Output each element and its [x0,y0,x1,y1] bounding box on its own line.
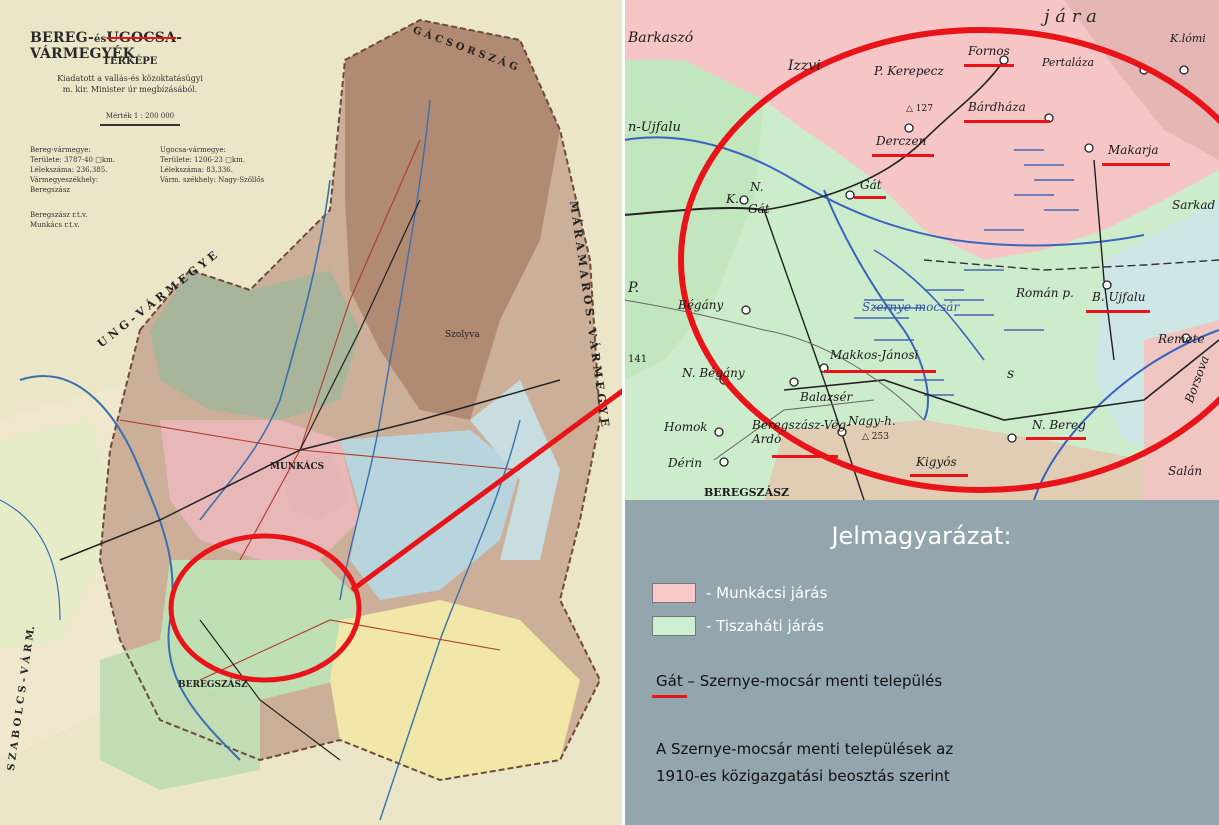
label-izzvi: Izzvi [788,58,821,74]
issued-line-1: Kiadatott a vallás-és közoktatásügyi [57,74,203,83]
legend-panel: Jelmagyarázat: - Munkácsi járás - Tiszah… [624,500,1219,825]
underline-bardhaza [964,120,1050,123]
label-roman: Román p. [1016,286,1074,300]
ugocsa-stats: Ugocsa-vármegye: Területe: 1206·23 □km. … [160,145,275,185]
village-gat: Gát [860,178,882,192]
legend-label-munkacsi: - Munkácsi járás [706,584,828,602]
label-salan: Salán [1168,464,1203,478]
bereg-population: Lélekszáma: 236,385. [30,166,108,174]
village-makarja: Makarja [1108,143,1159,157]
legend-note: A Szernye-mocsár menti települések az 19… [656,736,1196,790]
label-ujfalu: n-Ujfalu [628,120,681,135]
village-n-bereg: N. Bereg [1032,418,1086,432]
county-map-graphic [0,0,624,825]
legend-sample-text: – Szernye-mocsár menti település [682,672,943,690]
label-141: 141 [628,354,648,365]
village-makkos-janosi: Makkos-Jánosi [830,348,919,362]
label-p: P. [628,280,640,296]
legend-sample-word: Gát [652,672,687,698]
underline-kigyos [910,474,968,477]
title-suffix: -VÁRMEGYÉK [30,30,183,62]
ugocsa-population: Lélekszáma: 83,336. [160,166,233,174]
bereg-header: Bereg-vármegye: [30,146,91,154]
village-beregszasz-veg-ardo: Beregszász-Vég-Ardó [752,418,851,446]
label-szolyva: Szolyva [445,330,480,340]
legend-title: Jelmagyarázat: [831,522,1012,550]
label-derin: Dérin [668,456,703,470]
zoom-highlight-circle [678,27,1219,493]
village-b-ujfalu: B. Ujfalu [1092,290,1146,304]
legend-item-munkacsi: - Munkácsi járás [652,583,827,603]
label-n: N. [750,180,764,194]
highlight-circle [168,533,362,683]
underline-derczen [872,154,934,157]
ugocsa-seat: Várm. székhely: Nagy-Szőllős [160,176,265,184]
bereg-seat: Vármegyeszékhely: Beregszász [30,176,99,194]
label-p-kerepecz: P. Kerepecz [874,64,944,78]
underline-n-bereg [1026,437,1086,440]
zoomed-map[interactable]: Fornos Bárdháza Derczen Makarja Gát B. U… [624,0,1219,500]
underline-makarja [1102,163,1170,166]
map-title: BEREG-ésUGOCSA-VÁRMEGYÉK [30,30,230,62]
issued-line-2: m. kir. Minister úr megbízásából. [62,85,198,94]
label-s-mark: s [1007,366,1015,382]
label-nagy-h: Nagy-h. [848,414,896,428]
village-derczen: Derczen [876,134,927,148]
underline-b-ujfalu [1086,310,1150,313]
label-munkacs: MUNKÁCS [270,462,325,472]
label-pertalaza: Pertaláza [1042,56,1095,69]
panel-divider [622,0,625,825]
town-beregszasz: Beregszász r.t.v. [30,211,88,219]
village-bardhaza: Bárdháza [968,100,1026,114]
ugocsa-header: Ugocsa-vármegye: [160,146,226,154]
label-begany: Bégány [678,298,724,312]
label-komlos: K.lómi [1170,32,1206,45]
town-munkacs: Munkács r.t.v. [30,221,80,229]
legend-swatch-munkacsi [652,583,696,603]
label-k: K. [726,192,739,206]
legend-item-tiszahati: - Tiszaháti járás [652,616,824,636]
underline-makkos-janosi [824,370,936,373]
title-prefix: BEREG- [30,30,95,46]
map-subtitle: TÉRKÉPE [102,56,158,67]
zoomed-map-graphic [624,0,1219,500]
label-elev-127: △ 127 [906,104,933,114]
legend-note-line-2: 1910-es közigazgatási beosztás szerint [656,767,950,785]
map-issued-note: Kiadatott a vallás-és közoktatásügyi m. … [40,73,220,95]
label-n-begany: N. Bégány [682,366,745,380]
legend-sample-row: Gát – Szernye-mocsár menti település [652,672,943,698]
label-jara: j á r a [1044,6,1097,27]
county-map[interactable]: BEREG-ésUGOCSA-VÁRMEGYÉK TÉRKÉPE Kiadato… [0,0,624,825]
title-es: és [94,34,107,45]
label-balazser: Balazsér [800,390,853,404]
label-szernye-mocsar: Szernye mocsár [862,300,960,314]
label-elev-253: △ 253 [862,432,889,442]
label-beregszasz: BEREGSZÁSZ [178,680,248,690]
map-towns: Beregszász r.t.v. Munkács r.t.v. [30,210,87,230]
underline-fornos [964,64,1014,67]
label-barkaszo: Barkaszó [628,30,694,46]
legend-swatch-tiszahati [652,616,696,636]
title-struck-ugocsa: UGOCSA [106,30,177,46]
map-scale: Mérték 1 : 200 000 [105,112,175,120]
underline-beregszasz-veg-ardo [772,455,838,458]
legend-note-line-1: A Szernye-mocsár menti települések az [656,740,954,758]
label-beregszasz-bottom: BEREGSZÁSZ [704,486,790,499]
legend-label-tiszahati: - Tiszaháti járás [706,617,824,635]
label-homok: Homok [664,420,708,434]
bereg-stats: Bereg-vármegye: Területe: 3787·40 □km. L… [30,145,140,195]
underline-gat [854,196,886,199]
bereg-area: Területe: 3787·40 □km. [30,156,115,164]
label-gat-small: Gát [748,202,770,216]
village-fornos: Fornos [968,44,1010,58]
ugocsa-area: Területe: 1206·23 □km. [160,156,245,164]
label-remete: Remete [1158,332,1205,346]
village-kigyos: Kigyós [916,455,957,469]
label-sarkad: Sarkad [1172,198,1216,212]
